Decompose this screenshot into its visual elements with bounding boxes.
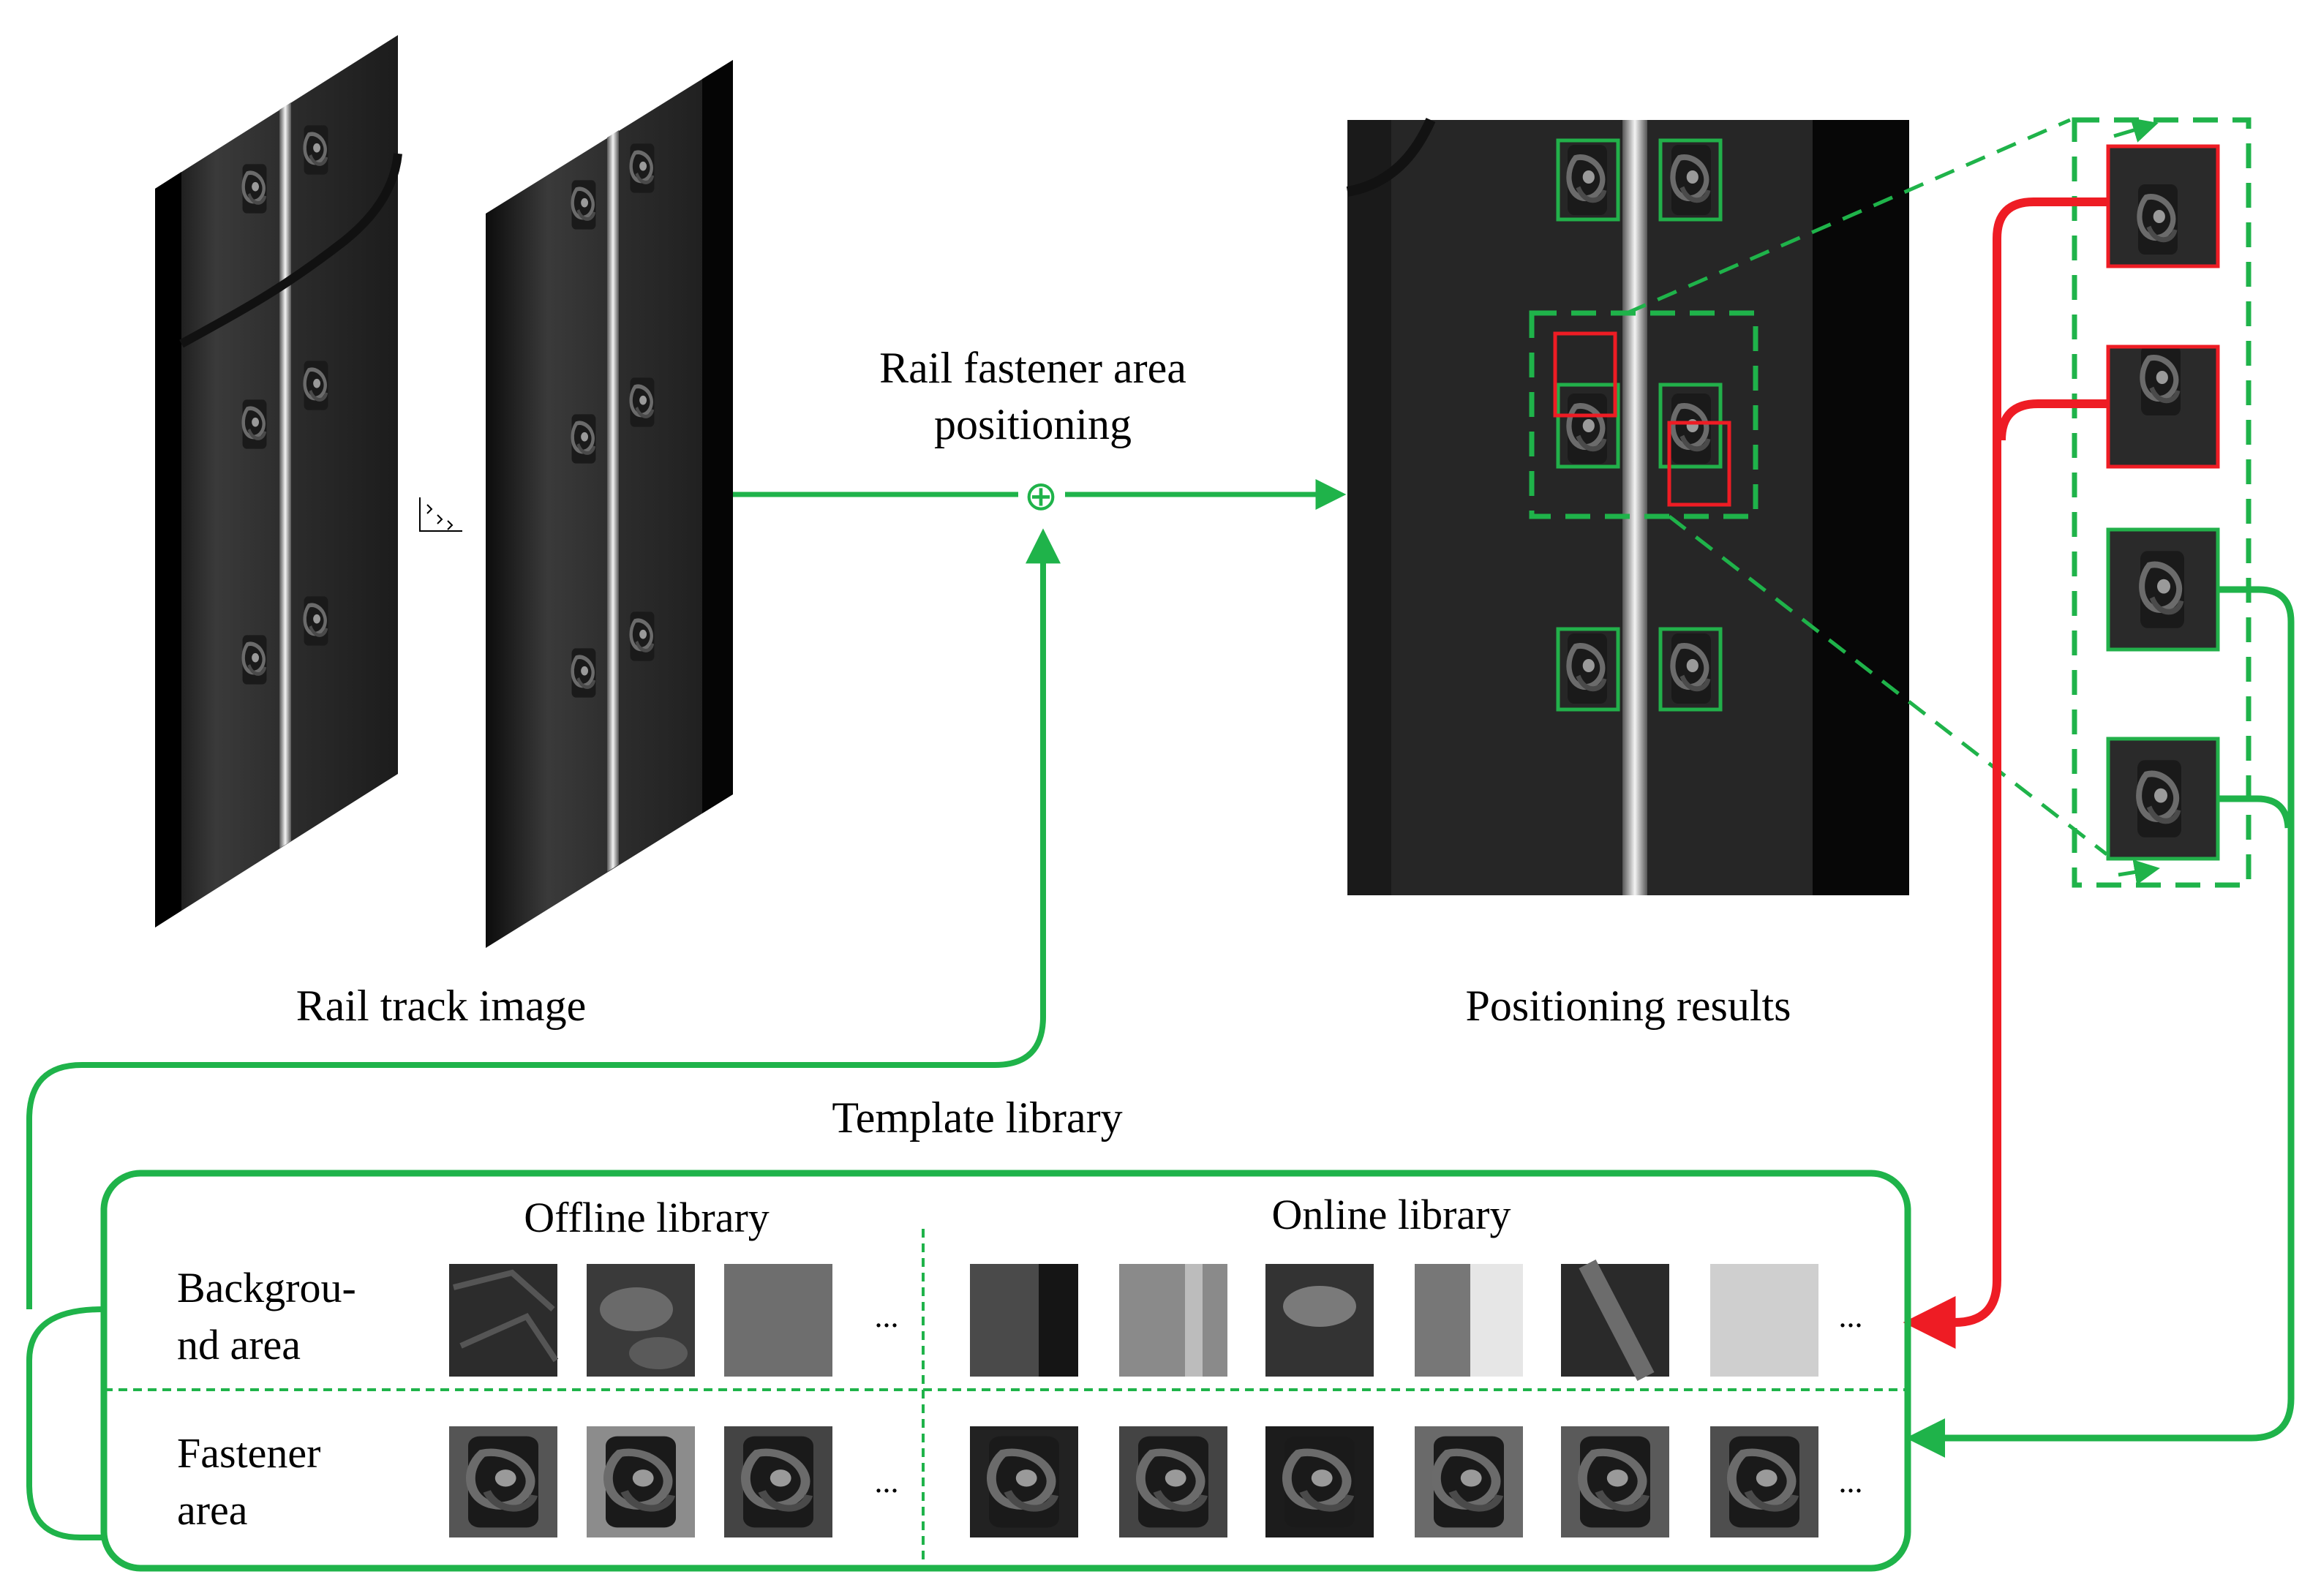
offline-background-template-3	[724, 1264, 832, 1377]
online-background-template-5	[1561, 1260, 1669, 1381]
crop-entry-arrow	[2113, 118, 2159, 143]
rail-track-image-back	[155, 35, 402, 927]
offline-fastener-ellipsis: ...	[875, 1464, 899, 1499]
template-library-box	[100, 1170, 1911, 1572]
zoom-line-top	[1626, 118, 2071, 315]
offline-background-template-1	[449, 1264, 559, 1377]
online-background-template-2	[1119, 1264, 1227, 1377]
offline-library-header: Offline library	[524, 1194, 770, 1241]
online-fastener-template-6	[1710, 1426, 1818, 1537]
match-box-bottom-right	[1658, 627, 1723, 712]
fastener-update-arrow	[1906, 586, 2295, 1458]
rail-track-image-front	[486, 60, 733, 948]
candidate-crop-4-matched	[2106, 737, 2220, 861]
positioning-step-label-line2: positioning	[934, 400, 1132, 448]
online-fastener-ellipsis: ...	[1839, 1464, 1863, 1499]
online-background-template-4	[1415, 1264, 1523, 1377]
fastener-update-branch	[2218, 795, 2292, 829]
online-background-ellipsis: ...	[1839, 1298, 1863, 1334]
online-fastener-template-4	[1415, 1426, 1523, 1537]
offline-background-template-2	[587, 1264, 695, 1377]
match-box-mid-right	[1658, 383, 1723, 469]
online-background-template-1	[970, 1264, 1078, 1377]
rail-track-image-caption: Rail track image	[296, 982, 587, 1030]
template-library-title: Template library	[832, 1094, 1122, 1142]
offline-fastener-template-1	[449, 1426, 557, 1537]
match-box-bottom-left	[1556, 627, 1620, 712]
fastener-row-label-line1: Fastener	[177, 1429, 321, 1477]
online-library-header: Online library	[1272, 1191, 1511, 1238]
online-fastener-template-5	[1561, 1426, 1669, 1537]
positioning-step-label-line1: Rail fastener area	[879, 344, 1186, 392]
online-fastener-template-3	[1265, 1426, 1374, 1537]
offline-fastener-template-3	[724, 1426, 832, 1537]
offline-fastener-template-2	[587, 1426, 695, 1537]
zoom-line-bottom	[1668, 515, 2108, 856]
candidate-crop-3-matched	[2106, 527, 2220, 652]
positioning-results-caption: Positioning results	[1465, 982, 1791, 1030]
failed-box-right	[1667, 421, 1731, 507]
online-background-template-3	[1265, 1264, 1374, 1377]
zoom-region-box	[1529, 310, 1758, 519]
candidate-crops-container	[2072, 117, 2252, 888]
candidate-crop-2-failed	[2106, 345, 2220, 469]
failed-box-left	[1553, 331, 1617, 418]
background-row-label-line1: Backgrou-	[177, 1264, 356, 1311]
background-update-arrow	[1903, 197, 2108, 1349]
online-background-template-6	[1710, 1264, 1818, 1377]
background-row-label-line2: nd area	[177, 1321, 301, 1369]
online-fastener-template-1	[970, 1426, 1078, 1537]
match-box-top-left	[1556, 138, 1620, 222]
image-sequence-icon	[419, 497, 462, 532]
offline-background-ellipsis: ...	[875, 1298, 899, 1334]
online-fastener-template-2	[1119, 1426, 1227, 1537]
library-to-combiner-arrow	[26, 528, 1061, 1309]
match-box-mid-left	[1556, 383, 1620, 469]
background-update-branch	[1997, 399, 2108, 441]
positioning-results-image	[1346, 118, 1909, 895]
combine-operator-icon: ⊕	[1024, 473, 1058, 520]
library-feedback-left-bracket	[26, 1306, 103, 1540]
fastener-row-label-line2: area	[177, 1486, 248, 1534]
match-box-top-right	[1658, 138, 1723, 222]
candidate-crop-1-failed	[2106, 144, 2220, 268]
crop-exit-arrow	[2118, 859, 2160, 885]
